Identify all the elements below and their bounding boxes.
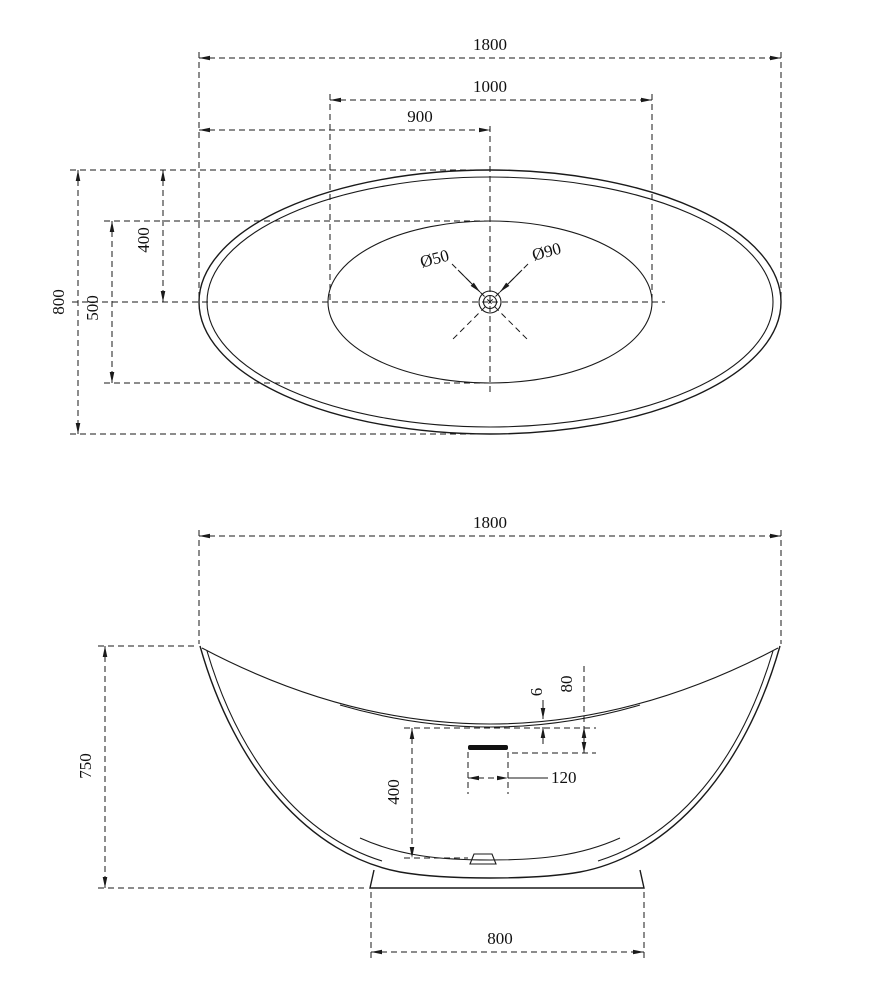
left-horn-inner-line [206,650,383,862]
base-plinth [369,869,645,889]
top-view-extension-lines [70,52,782,435]
dim-top-inner-length: 1000 [330,77,652,103]
drain-inner-circle [482,294,498,310]
drain-leader-large [499,269,523,293]
drain-outer-circle [478,290,502,314]
top-view-centerlines [72,126,665,392]
dim-label-overall-width: 800 [49,289,68,315]
dim-label-rim-thickness: 6 [527,688,546,697]
dim-top-drain-offset-y: 400 [134,170,166,302]
dim-label-base-length: 800 [487,929,513,948]
dim-front-overall-height: 750 [76,646,108,888]
drain-leader-small [457,269,481,293]
tub-plan-outline [198,169,782,435]
tub-elevation-outline [199,645,781,889]
dim-label-inner-width: 500 [83,295,102,321]
dim-label-inner-length: 1000 [473,77,507,96]
dim-rim-thickness: 6 [527,688,546,744]
dim-rim-to-overflow: 80 [557,676,587,753]
dim-front-overall-length: 1800 [199,513,781,539]
dim-label-overflow-width: 120 [551,768,577,787]
dim-label-drain-large: Ø90 [530,239,563,265]
dim-base-length: 800 [371,929,644,955]
dim-top-overall-length: 1800 [199,35,781,61]
rim-saddle-curve [201,647,779,725]
dim-top-overall-width: 800 [49,170,81,434]
dim-top-drain-offset-x: 900 [199,107,490,133]
drain-fitting [469,853,497,865]
rim-saddle-inner-curve [339,704,641,728]
dim-label-overall-length: 1800 [473,35,507,54]
basin-ellipse [327,220,653,384]
dim-label-drain-offset-x: 900 [407,107,433,126]
dim-label-overall-height: 750 [76,753,95,779]
dim-label-drain-offset-y: 400 [134,227,153,253]
front-view: 1800 750 80 6 120 400 800 [76,513,782,958]
outer-shell-profile [199,645,781,879]
dim-inner-depth: 400 [384,728,415,858]
outer-rim-ellipse [198,169,782,435]
drain-diagonal-centerline [451,263,529,341]
dim-label-drain-small: Ø50 [418,246,451,272]
drain: Ø50 Ø90 [418,239,563,341]
rim-inner-edge-ellipse [206,176,774,428]
overflow-slot [468,745,508,750]
right-horn-inner-line [597,650,774,862]
inner-bottom-curve [359,837,621,861]
dim-label-inner-depth: 400 [384,779,403,805]
dim-label-front-overall-length: 1800 [473,513,507,532]
top-view: Ø50 Ø90 1800 1000 900 800 500 400 [49,35,782,435]
dim-label-rim-to-overflow: 80 [557,676,576,693]
dim-overflow-width: 120 [468,768,577,787]
dim-top-inner-width: 500 [83,221,115,383]
front-view-extension-lines [98,530,782,958]
